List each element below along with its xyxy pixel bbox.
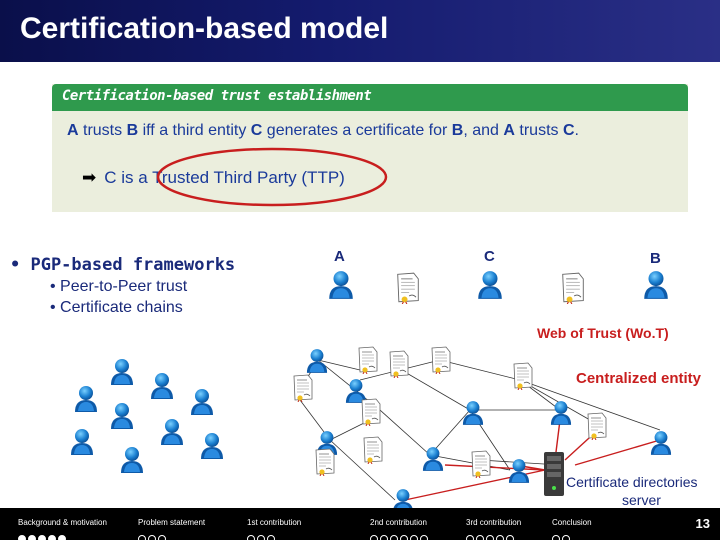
- slide-dot[interactable]: [28, 535, 36, 543]
- slide-dot[interactable]: [552, 535, 560, 543]
- statement-run: B: [451, 122, 464, 139]
- statement-run: , and: [463, 122, 504, 139]
- slide-dot[interactable]: [148, 535, 156, 543]
- slide-dot[interactable]: [380, 535, 388, 543]
- statement-run: generates a certificate for: [262, 122, 452, 139]
- footer-section-dots: [138, 530, 168, 548]
- slide-dot[interactable]: [390, 535, 398, 543]
- page-number: 13: [695, 516, 710, 531]
- slide-dot[interactable]: [18, 535, 26, 543]
- footer-section-dots: [18, 530, 68, 548]
- slide-dot[interactable]: [247, 535, 255, 543]
- wot-label: Web of Trust (Wo.T): [537, 325, 669, 341]
- slide-dot[interactable]: [420, 535, 428, 543]
- ttp-text: C is a Trusted Third Party (TTP): [104, 168, 345, 187]
- slide-dot[interactable]: [158, 535, 166, 543]
- slide-dot[interactable]: [267, 535, 275, 543]
- statement-run: C: [562, 122, 575, 139]
- server-label-line2: server: [622, 492, 661, 508]
- person-a-icon: [329, 271, 353, 299]
- slide-dot[interactable]: [466, 535, 474, 543]
- certificate-icon: [562, 272, 584, 304]
- footer-section-dots: [370, 530, 430, 548]
- slide-dot[interactable]: [38, 535, 46, 543]
- server-icon: [544, 452, 564, 496]
- centralized-entity-label: Centralized entity: [576, 370, 702, 387]
- footer-section-link[interactable]: 2nd contribution: [370, 518, 427, 527]
- footer-section-link[interactable]: Background & motivation: [18, 518, 107, 527]
- statement-run: iff a third entity: [138, 122, 251, 139]
- slide-dot[interactable]: [506, 535, 514, 543]
- slide-dot[interactable]: [486, 535, 494, 543]
- statement-run: A: [503, 122, 515, 139]
- footer-section-dots: [466, 530, 516, 548]
- pgp-heading: • PGP-based frameworks: [10, 255, 236, 275]
- definition-statement: A trusts B iff a third entity C generate…: [67, 122, 579, 140]
- person-b-icon: [644, 271, 668, 299]
- pgp-item-chains: • Certificate chains: [50, 299, 183, 316]
- right-arrow-icon: ➡: [82, 168, 97, 188]
- person-c-icon: [478, 271, 502, 299]
- footer-section-dots: [247, 530, 277, 548]
- pgp-item-peer: • Peer-to-Peer trust: [50, 278, 188, 295]
- slide-dot[interactable]: [370, 535, 378, 543]
- slide-dot[interactable]: [496, 535, 504, 543]
- slide-dot[interactable]: [257, 535, 265, 543]
- title-bar: Certification-based model: [0, 0, 720, 62]
- statement-run: trusts: [78, 122, 127, 139]
- slide-dot[interactable]: [138, 535, 146, 543]
- slide-dot[interactable]: [562, 535, 570, 543]
- slide-dot[interactable]: [476, 535, 484, 543]
- slide-dot[interactable]: [48, 535, 56, 543]
- label-a: A: [334, 248, 345, 265]
- definition-box: Certification-based trust establishment …: [52, 84, 688, 212]
- slide-dot[interactable]: [58, 535, 66, 543]
- slide-dot[interactable]: [400, 535, 408, 543]
- statement-run: trusts: [514, 122, 563, 139]
- footer-section-link[interactable]: Conclusion: [552, 518, 592, 527]
- page-title: Certification-based model: [20, 12, 389, 45]
- footer-section-link[interactable]: 1st contribution: [247, 518, 302, 527]
- label-b: B: [650, 250, 661, 267]
- statement-run: B: [126, 122, 139, 139]
- statement-run: .: [574, 122, 579, 139]
- footer-section-dots: [552, 530, 572, 548]
- statement-run: A: [67, 122, 79, 139]
- slide-dot[interactable]: [410, 535, 418, 543]
- certificate-icon: [397, 272, 419, 304]
- definition-box-heading: Certification-based trust establishment: [62, 88, 372, 104]
- label-c: C: [484, 248, 495, 265]
- server-label-line1: Certificate directories: [566, 474, 698, 490]
- ttp-statement: ➡ C is a Trusted Third Party (TTP): [82, 168, 345, 188]
- definition-box-header: Certification-based trust establishment: [52, 84, 688, 111]
- footer-navigation: Background & motivation Problem statement…: [0, 508, 720, 543]
- statement-run: C: [250, 122, 263, 139]
- footer-section-link[interactable]: Problem statement: [138, 518, 206, 527]
- person-cluster: [71, 359, 223, 473]
- footer-section-link[interactable]: 3rd contribution: [466, 518, 522, 527]
